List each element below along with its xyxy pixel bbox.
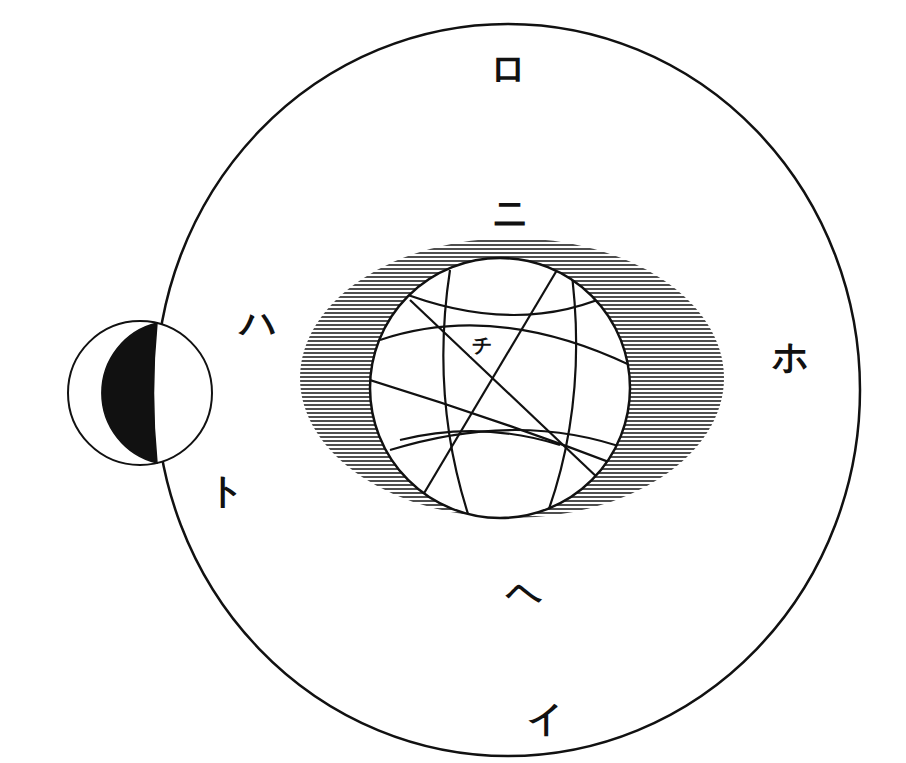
point-label: ハ xyxy=(238,303,279,341)
earth-globe xyxy=(370,258,630,518)
point-label: ヘ xyxy=(504,573,545,611)
moon xyxy=(68,321,212,465)
point-label: チ xyxy=(470,334,494,356)
point-label: ト xyxy=(206,471,247,509)
shadow-zone xyxy=(300,238,724,518)
point-label: ロ xyxy=(488,49,529,87)
point-label: ニ xyxy=(490,193,531,231)
moon-dark-side xyxy=(102,323,157,463)
point-label: ホ xyxy=(770,337,811,375)
moon-orbit xyxy=(156,24,860,756)
earth-grid xyxy=(370,260,640,520)
point-label: イ xyxy=(525,699,566,737)
